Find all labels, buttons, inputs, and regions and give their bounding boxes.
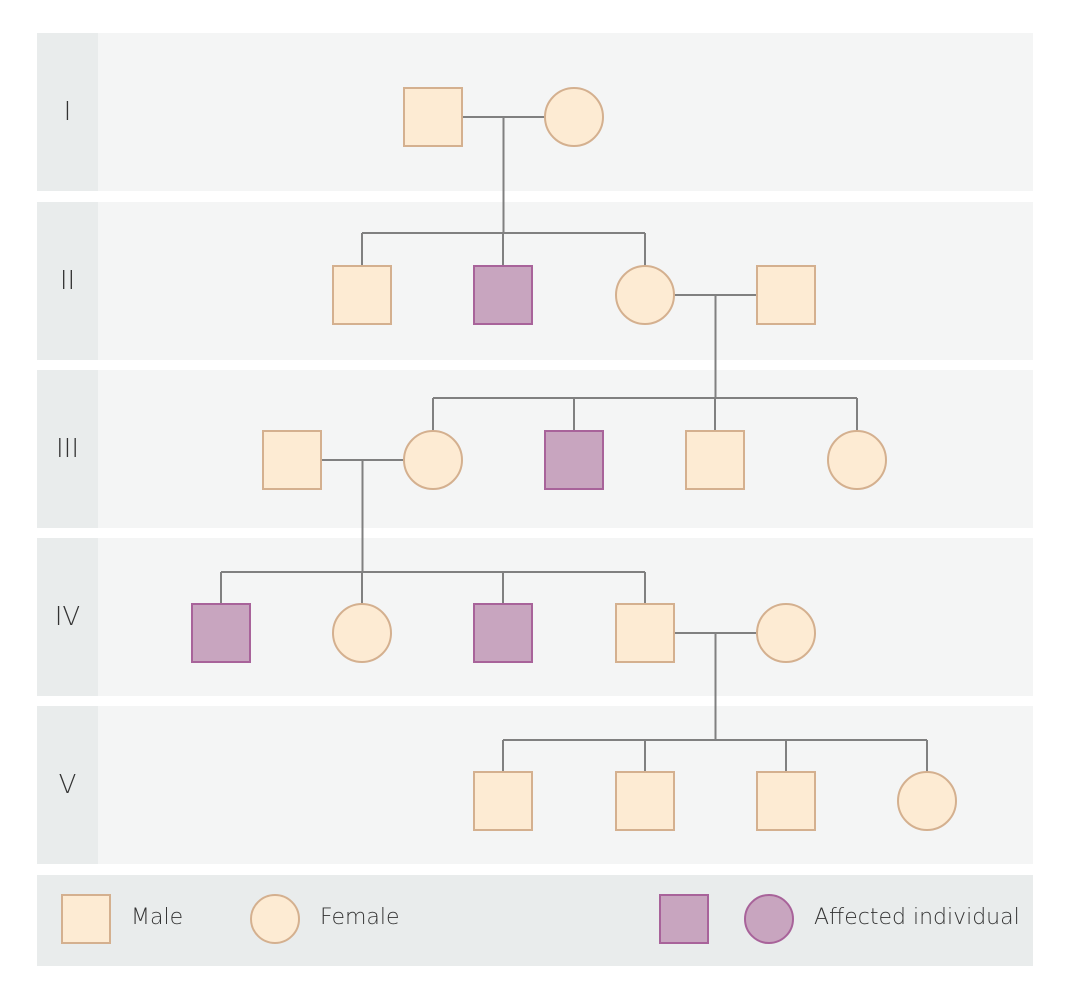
- legend-female-label: Female: [320, 905, 400, 930]
- generation-label: V: [37, 706, 98, 864]
- affected-male-symbol-iii-3: [544, 430, 604, 490]
- legend-male-symbol: [61, 894, 111, 944]
- male-symbol-ii-1: [332, 265, 392, 325]
- generation-label: II: [37, 202, 98, 360]
- pedigree-symbols: [191, 87, 957, 831]
- female-symbol-iii-5: [827, 430, 887, 490]
- female-symbol-iv-2: [332, 603, 392, 663]
- female-symbol-ii-3: [615, 265, 675, 325]
- male-symbol-v-1: [473, 771, 533, 831]
- female-symbol-i-2: [544, 87, 604, 147]
- male-symbol-i-1: [403, 87, 463, 147]
- male-symbol-ii-4: [756, 265, 816, 325]
- affected-male-symbol-ii-2: [473, 265, 533, 325]
- legend-affected-female-symbol: [744, 894, 794, 944]
- male-symbol-iii-4: [685, 430, 745, 490]
- male-symbol-v-3: [756, 771, 816, 831]
- female-symbol-iv-5: [756, 603, 816, 663]
- generation-band-5: V: [37, 706, 1033, 864]
- generation-band-4: IV: [37, 538, 1033, 696]
- generation-band-2: II: [37, 202, 1033, 360]
- affected-male-symbol-iv-3: [473, 603, 533, 663]
- legend-male-label: Male: [131, 905, 184, 930]
- male-symbol-v-2: [615, 771, 675, 831]
- legend: Male Female Affected individual: [37, 875, 1033, 966]
- generation-band-1: I: [37, 33, 1033, 191]
- pedigree-lines: [220, 116, 928, 772]
- legend-female-symbol: [250, 894, 300, 944]
- female-symbol-iii-2: [403, 430, 463, 490]
- generation-label: III: [37, 370, 98, 528]
- generation-label: I: [37, 33, 98, 191]
- legend-affected-male-symbol: [659, 894, 709, 944]
- affected-male-symbol-iv-1: [191, 603, 251, 663]
- female-symbol-v-4: [897, 771, 957, 831]
- male-symbol-iii-1: [262, 430, 322, 490]
- legend-affected-label: Affected individual: [814, 905, 1020, 930]
- generation-label: IV: [37, 538, 98, 696]
- legend-symbols: [61, 894, 794, 944]
- male-symbol-iv-4: [615, 603, 675, 663]
